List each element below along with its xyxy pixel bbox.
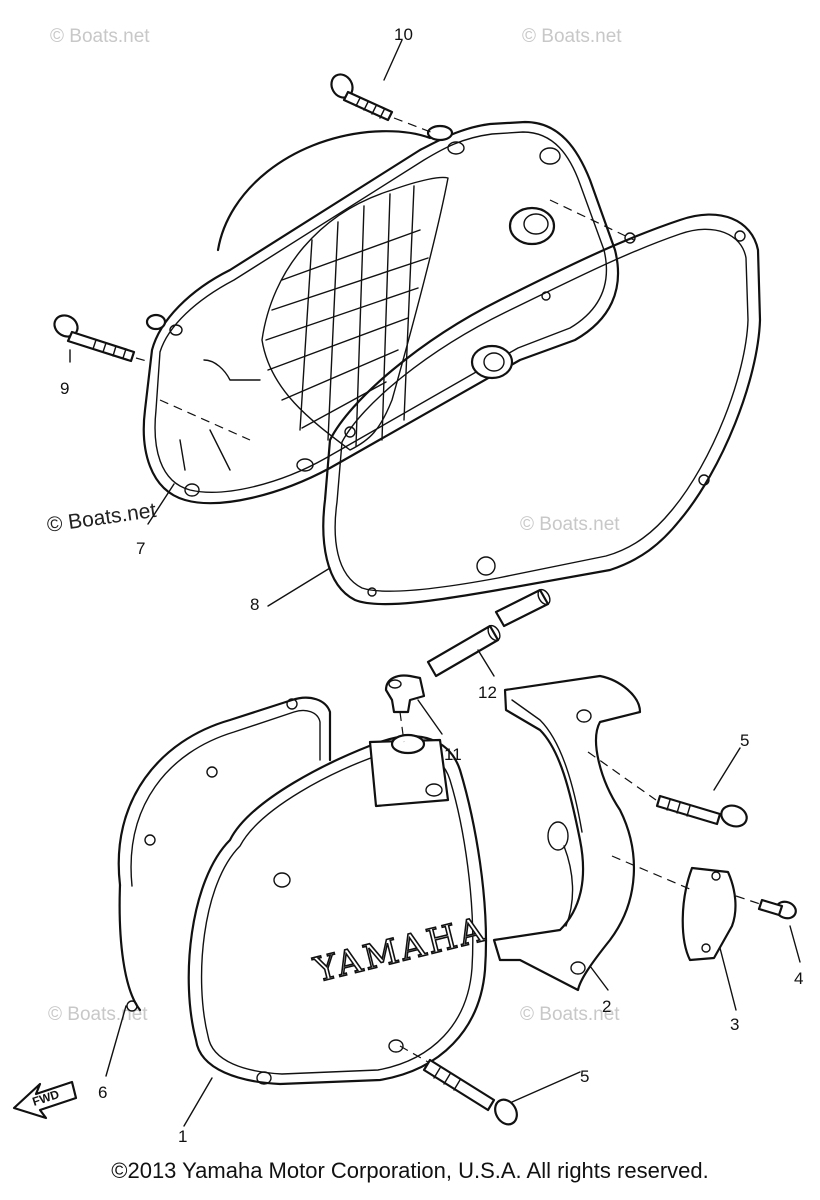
callout-1: 1 — [178, 1127, 187, 1146]
guide-line — [549, 199, 635, 241]
copyright-notice: ©2013 Yamaha Motor Corporation, U.S.A. A… — [111, 1158, 709, 1183]
bolt-5-upper — [587, 751, 748, 828]
callout-5-lower: 5 — [580, 1067, 589, 1086]
watermark: © Boats.net — [520, 1004, 620, 1025]
callout-10: 10 — [394, 25, 413, 44]
elbow-fitting-11 — [384, 674, 426, 743]
small-cover-3 — [611, 855, 737, 962]
hose-12 — [426, 588, 551, 678]
guide-line — [159, 399, 251, 441]
watermark: © Boats.net — [522, 26, 622, 47]
watermark: © Boats.net — [520, 514, 620, 535]
callout-4: 4 — [794, 969, 803, 988]
callout-11: 11 — [444, 745, 462, 764]
callout-12: 12 — [478, 683, 497, 702]
bolt-10 — [330, 73, 437, 135]
bolt-9 — [53, 314, 151, 363]
fwd-arrow-icon: FWD — [12, 1080, 78, 1120]
callout-6: 6 — [98, 1083, 107, 1102]
gasket-lower — [117, 696, 332, 1012]
watermark: © Boats.net — [48, 1004, 148, 1025]
gasket-upper — [322, 213, 762, 606]
bolt-5-lower — [399, 1045, 518, 1126]
cover-brand-text: YAMAHA — [310, 909, 491, 991]
callout-2: 2 — [602, 997, 611, 1016]
watermark: © Boats.net — [45, 499, 157, 537]
watermark: © Boats.net — [50, 26, 150, 47]
callout-7: 7 — [136, 539, 145, 558]
callout-3: 3 — [730, 1015, 739, 1034]
callout-9: 9 — [60, 379, 69, 398]
outer-cover: YAMAHA — [187, 733, 492, 1086]
bracket-2 — [492, 674, 642, 992]
inner-crankcase-cover — [142, 120, 620, 505]
callout-8: 8 — [250, 595, 259, 614]
callout-leaders — [69, 39, 801, 1127]
screw-4 — [735, 895, 797, 920]
callout-5-upper: 5 — [740, 731, 749, 750]
